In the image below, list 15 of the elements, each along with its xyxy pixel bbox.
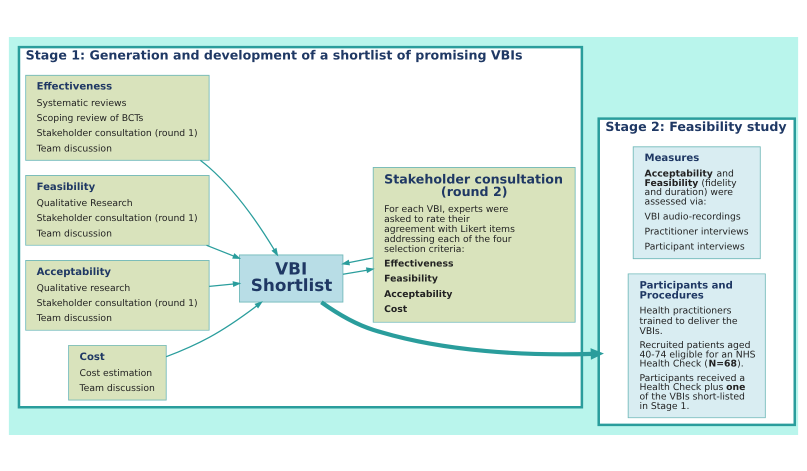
node-box: Effectiveness Systematic reviews Scoping review of BCTs Stakeholder consultation (round 1) Team discussion xyxy=(25,74,210,160)
arrow xyxy=(206,244,242,258)
arrow xyxy=(342,266,375,274)
node-box: Participants and Procedures Health practitioners trained to deliver the VBIs. Recruited patients aged 40-74 eligible for an NHS Health Check (N=68). Participants received a Health Check plus one of the VBIs short-listed in Stage 1. xyxy=(628,272,766,418)
arrow xyxy=(320,300,604,360)
node-box: Measures Acceptability and Feasibility (fidelity and duration) were assessed via: VBI audio-recordings Practitioner interviews Participant interviews xyxy=(632,146,761,259)
node-box: VBI Shortlist xyxy=(239,254,344,302)
arrow xyxy=(166,300,263,357)
node-box: Feasibility Qualitative Research Stakeholder consultation (round 1) Team discussion xyxy=(25,174,210,246)
arrow xyxy=(200,159,278,256)
arrow xyxy=(209,280,242,287)
node-box: Cost Cost estimation Team discussion xyxy=(68,344,167,400)
arrow xyxy=(341,256,373,265)
node-box: Acceptability Qualitative research Stakeholder consultation (round 1) Team discussion xyxy=(25,259,210,330)
node-box: Stakeholder consultation (round 2) For each VBI, experts were asked to rate their agreement with Likert items addressing each of the four selection criteria: Effectiveness Feasibility Acceptability Cost xyxy=(372,166,576,322)
